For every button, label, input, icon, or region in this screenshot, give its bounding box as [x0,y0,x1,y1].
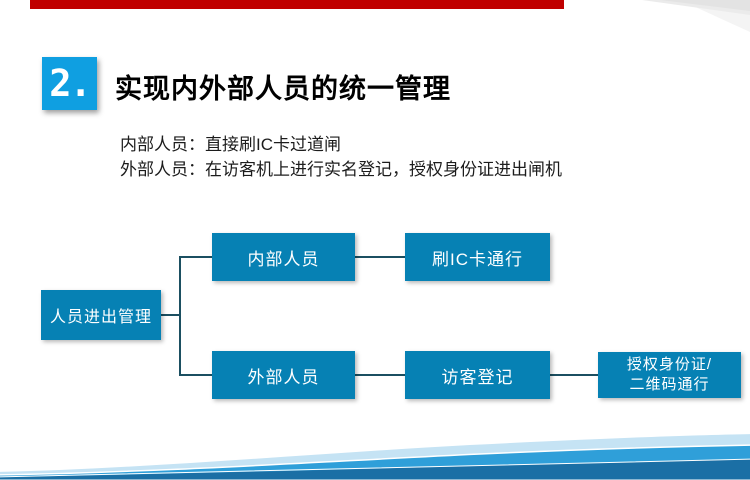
flow-node-root: 人员进出管理 [41,290,161,340]
section-number: 2. [49,62,92,105]
flow-node-ic-pass-label: 刷IC卡通行 [432,249,523,269]
section-number-badge: 2. [42,57,97,110]
connector-arm-bottom [179,374,212,376]
flow-node-visitor: 访客登记 [405,351,550,399]
top-accent-bar [30,0,564,9]
description-block: 内部人员：直接刷IC卡过道闸 外部人员：在访客机上进行实名登记，授权身份证进出闸… [120,132,562,182]
connector-arm-top [179,256,212,258]
flow-node-internal: 内部人员 [212,233,355,281]
flow-node-auth-label-line1: 授权身份证/ [626,356,713,373]
flow-node-external: 外部人员 [212,351,355,399]
flow-node-internal-label: 内部人员 [247,249,320,269]
flow-node-root-label: 人员进出管理 [49,309,152,326]
corner-decoration [642,0,750,32]
connector-internal-ic [355,256,405,258]
connector-root-stub [161,314,180,316]
description-line-internal: 内部人员：直接刷IC卡过道闸 [120,135,341,154]
connector-visitor-auth [550,374,598,376]
connector-trunk [179,256,181,376]
description-line-external: 外部人员：在访客机上进行实名登记，授权身份证进出闸机 [120,160,562,179]
connector-external-visitor [355,374,405,376]
flow-node-auth: 授权身份证/ 二维码通行 [598,352,741,398]
flow-node-ic-pass: 刷IC卡通行 [405,233,550,281]
flow-node-external-label: 外部人员 [247,367,320,387]
flow-node-auth-label-line2: 二维码通行 [629,376,710,393]
page-title: 实现内外部人员的统一管理 [115,74,451,104]
bottom-wave-decoration [0,434,750,480]
flow-node-visitor-label: 访客登记 [441,367,514,387]
